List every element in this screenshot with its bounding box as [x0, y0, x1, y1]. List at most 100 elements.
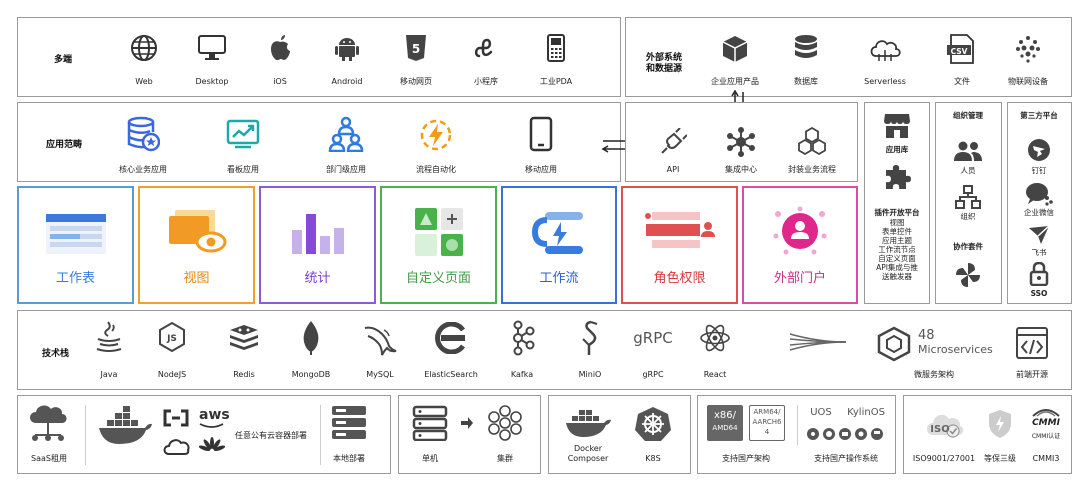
third-party-wecom: 企业微信 — [1024, 208, 1054, 217]
workflow-icon — [531, 212, 583, 254]
tech-redis: Redis — [233, 370, 255, 379]
chip-arm-line2: AARCH6 — [752, 418, 782, 426]
bar-chart-icon — [291, 214, 344, 254]
deploy-arch-label: 支持国产架构 — [722, 454, 770, 463]
shield-icon — [989, 410, 1011, 438]
pda-icon — [547, 34, 565, 62]
svg-text:5: 5 — [412, 42, 420, 56]
automation-icon — [420, 119, 452, 151]
cmmi-small: CMMI认证 — [1031, 433, 1061, 440]
android-icon — [335, 38, 359, 61]
tech-mongodb: MongoDB — [291, 370, 331, 379]
dingtalk-icon — [1028, 139, 1050, 161]
app-core: 核心业务应用 — [119, 165, 167, 174]
deploy-k8s: K8S — [645, 454, 661, 463]
module-roles[interactable]: 角色权限 — [621, 186, 738, 304]
pinwheel-icon — [956, 263, 980, 287]
integration-process: 封装业务流程 — [788, 165, 836, 174]
module-statistics[interactable]: 统计 — [259, 186, 376, 304]
integration-api: API — [666, 165, 680, 174]
terminal-web: Web — [135, 77, 153, 86]
x86-chip — [707, 405, 743, 441]
frontend-label: 前端开源 — [1016, 370, 1048, 379]
external-enterprise: 企业应用产品 — [711, 77, 759, 86]
worksheet-icon — [45, 214, 106, 254]
app-scope-label: 应用范畴 — [46, 140, 83, 150]
plug-icon — [661, 128, 687, 154]
hexagons-icon — [798, 126, 826, 156]
micro-label: 微服务架构 — [914, 370, 954, 379]
tech-java: Java — [100, 370, 118, 379]
feishu-icon — [1029, 225, 1050, 244]
lock-icon — [1029, 262, 1049, 286]
plugin-line-1: 表单控件 — [882, 227, 912, 236]
dashboard-icon — [226, 119, 260, 149]
os-kylin: KylinOS — [847, 407, 885, 418]
mysql-icon — [364, 326, 397, 356]
cert-cmmi3: CMMI3 — [1032, 454, 1060, 463]
plugin-line-0: 视图 — [889, 218, 905, 227]
module-statistics-name: 统计 — [304, 271, 331, 286]
java-icon — [96, 321, 122, 352]
deploy-container-panel — [548, 395, 691, 474]
tech-mysql: MySQL — [366, 370, 394, 379]
tech-label: 技术栈 — [42, 349, 70, 359]
module-custom-page[interactable]: 自定义页面 — [380, 186, 497, 304]
grpc-logo: gRPC — [633, 329, 673, 347]
module-workflow[interactable]: 工作流 — [501, 186, 617, 304]
database-icon — [795, 35, 817, 58]
module-portal[interactable]: 外部门户 — [742, 186, 858, 304]
portal-icon — [773, 206, 827, 255]
tech-nodejs: NodeJS — [157, 370, 187, 379]
deploy-cloud-panel — [17, 395, 391, 474]
tech-grpc: gRPC — [642, 370, 664, 379]
docker-compose-icon — [566, 410, 611, 437]
micro-text: Microservices — [918, 343, 993, 356]
tech-minio: MiniO — [578, 370, 602, 379]
apple-icon — [271, 35, 290, 61]
globe-icon — [131, 35, 157, 61]
tech-kafka: Kafka — [510, 370, 534, 379]
code-brackets-icon — [1016, 327, 1048, 359]
desktop-icon — [198, 35, 226, 60]
aws-smile-icon — [199, 423, 224, 428]
app-automation: 流程自动化 — [416, 165, 456, 174]
tencent-cloud-icon — [163, 439, 190, 455]
plugin-line-3: 工作流节点 — [878, 245, 916, 254]
plugin-line-5: API集成与推 — [876, 263, 918, 272]
single-server-icon — [412, 405, 448, 441]
mobile-icon — [529, 116, 553, 152]
minio-icon — [582, 320, 598, 355]
module-portal-name: 外部门户 — [773, 271, 826, 286]
external-database: 数据库 — [794, 77, 818, 86]
plugin-line-6: 送触发器 — [882, 272, 912, 281]
iot-icon — [1016, 36, 1040, 63]
mongodb-icon — [303, 321, 319, 355]
csv-file-icon — [947, 34, 974, 64]
view-eye-icon — [168, 210, 226, 253]
cert-iso: ISO9001/27001 — [912, 454, 976, 463]
deploy-docker-line2: Composer — [567, 454, 609, 463]
external-label-line2: 和数据源 — [646, 64, 683, 74]
plugin-subtitle: 插件开放平台 — [874, 208, 920, 217]
module-workflow-name: 工作流 — [539, 271, 579, 286]
deploy-saas: SaaS租用 — [31, 454, 67, 463]
docker-whale-icon — [99, 406, 152, 444]
terminals-panel — [17, 17, 621, 97]
third-party-panel — [1007, 102, 1072, 304]
module-worksheet[interactable]: 工作表 — [17, 186, 134, 304]
org-title: 组织管理 — [953, 111, 983, 120]
module-view[interactable]: 视图 — [138, 186, 255, 304]
deploy-os-label: 支持国产操作系统 — [814, 454, 878, 463]
terminal-mobile-web: 移动网页 — [400, 77, 432, 86]
app-scope-panel — [17, 102, 621, 182]
deploy-divider-1 — [85, 405, 86, 465]
react-icon — [700, 324, 730, 352]
iso-badge: ISO — [930, 424, 950, 435]
server-stack-icon — [332, 406, 366, 439]
integration-hub: 集成中心 — [725, 165, 757, 174]
app-department: 部门级应用 — [326, 165, 366, 174]
third-party-dingtalk: 钉钉 — [1031, 166, 1047, 175]
huawei-icon — [199, 437, 225, 452]
third-party-sso: SSO — [1030, 289, 1048, 298]
